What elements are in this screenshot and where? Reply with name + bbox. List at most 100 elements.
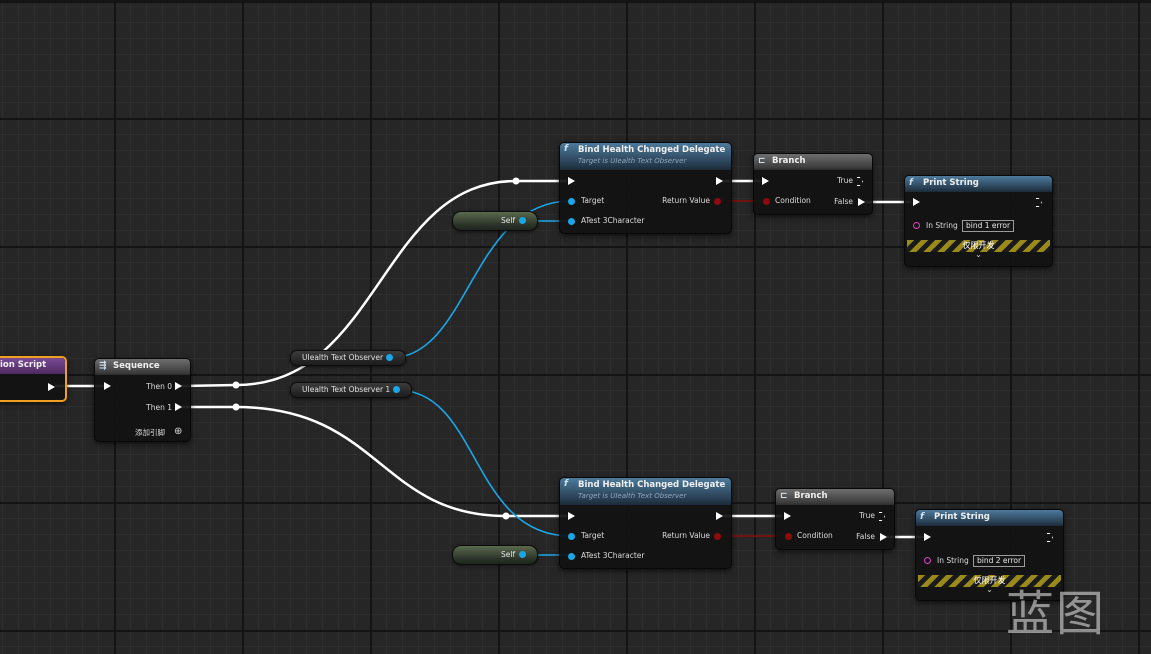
exec-wire-then0-bind1	[180, 179, 568, 388]
print-string-2-exec-in[interactable]	[924, 533, 931, 541]
graph-top-edge	[0, 0, 1151, 3]
branch-node-2[interactable]: ⊏ Branch True Condition False	[775, 488, 895, 550]
print-string-2-in-string-input[interactable]: bind 2 error	[973, 555, 1026, 567]
branch-1-header: ⊏ Branch	[754, 154, 872, 170]
reroute-knot-2	[232, 381, 240, 389]
branch-1-true-pin[interactable]	[857, 177, 863, 186]
print-string-1-header: f Print String	[905, 176, 1052, 192]
print-string-1-in-string-label: In String	[926, 221, 958, 230]
print-string-1-in-string-input[interactable]: bind 1 error	[962, 220, 1015, 232]
event-exec-out-pin[interactable]	[48, 383, 55, 391]
print-string-2-expand-chevron-icon[interactable]: ⌄	[986, 585, 993, 594]
bind-delegate-1-exec-in[interactable]	[568, 177, 575, 185]
branch-2-header: ⊏ Branch	[776, 489, 894, 505]
branch-1-false-pin[interactable]	[858, 198, 865, 206]
branch-1-false-label: False	[834, 197, 853, 206]
branch-2-false-label: False	[856, 532, 875, 541]
watermark-logo: 蓝图	[1006, 586, 1107, 642]
print-string-1-expand-chevron-icon[interactable]: ⌄	[975, 250, 982, 259]
bind-delegate-1-target-label: Target	[581, 196, 605, 205]
bind-delegate-2-header: f Bind Health Changed Delegate Target is…	[560, 478, 731, 505]
bind-delegate-1-param-label: ATest 3Character	[581, 216, 645, 225]
var-observer-label: UIealth Text Observer	[302, 353, 384, 362]
branch-1-exec-in[interactable]	[762, 177, 769, 185]
object-wire-observer1-target2	[396, 389, 572, 537]
print-string-node-1[interactable]: f Print String In String bind 1 error 仅限…	[904, 175, 1053, 267]
add-pin-plus-icon[interactable]: ⊕	[174, 426, 183, 437]
event-node-title: ion Script	[0, 360, 47, 370]
bind-delegate-1-param-pin[interactable]	[568, 218, 575, 225]
sequence-exec-in-pin[interactable]	[104, 382, 111, 390]
sequence-then0-pin[interactable]	[175, 382, 182, 390]
print-string-1-title: Print String	[923, 178, 979, 188]
var-uihealth-text-observer-1[interactable]: UIealth Text Observer 1	[290, 382, 412, 398]
branch-2-true-pin[interactable]	[879, 512, 885, 521]
function-icon: f	[564, 479, 568, 489]
sequence-then0-label: Then 0	[146, 382, 172, 391]
bind-delegate-2-target-label: Target	[581, 531, 605, 540]
bind-delegate-1-exec-out[interactable]	[716, 177, 723, 185]
sequence-node[interactable]: ⇶ Sequence Then 0 Then 1 添加引脚 ⊕	[94, 358, 191, 442]
print-string-2-title: Print String	[934, 512, 990, 522]
reroute-knot-4	[502, 512, 510, 520]
branch-2-exec-in[interactable]	[784, 512, 791, 520]
bind-delegate-2-target-pin[interactable]	[568, 533, 575, 540]
sequence-then1-label: Then 1	[146, 403, 172, 412]
bind-delegate-node-2[interactable]: f Bind Health Changed Delegate Target is…	[559, 477, 732, 569]
branch-2-condition-pin[interactable]	[785, 533, 792, 540]
function-icon: f	[564, 144, 568, 154]
branch-1-condition-pin[interactable]	[763, 198, 770, 205]
branch-1-true-label: True	[837, 176, 853, 185]
print-string-2-in-string-label: In String	[937, 556, 969, 565]
var-observer-out-pin[interactable]	[386, 354, 393, 361]
bind-delegate-2-exec-in[interactable]	[568, 512, 575, 520]
self-2-out-pin[interactable]	[519, 551, 526, 558]
print-string-1-in-string-pin[interactable]	[913, 222, 920, 229]
branch-2-true-label: True	[859, 511, 875, 520]
branch-2-condition-label: Condition	[797, 531, 833, 540]
bind-delegate-1-return-label: Return Value	[662, 196, 710, 205]
sequence-icon: ⇶	[99, 361, 107, 371]
function-icon: f	[909, 178, 913, 188]
print-string-2-dev-only-banner: 仅限开发	[918, 575, 1061, 587]
event-node[interactable]: ion Script	[0, 356, 67, 402]
self-reference-2[interactable]: Self	[452, 545, 538, 565]
object-wire-observer-target1	[389, 200, 572, 359]
bind-delegate-1-subtitle: Target is UIealth Text Observer	[578, 157, 687, 165]
branch-node-1[interactable]: ⊏ Branch True Condition False	[753, 153, 873, 215]
print-string-node-2[interactable]: f Print String In String bind 2 error 仅限…	[915, 509, 1064, 601]
print-string-1-dev-only-banner: 仅限开发	[907, 240, 1050, 252]
bind-delegate-2-param-pin[interactable]	[568, 553, 575, 560]
bind-delegate-1-return-pin[interactable]	[714, 198, 721, 205]
self-1-out-pin[interactable]	[519, 217, 526, 224]
event-node-header: ion Script	[0, 358, 65, 374]
function-icon: f	[920, 512, 924, 522]
print-string-1-exec-out[interactable]	[1036, 198, 1042, 207]
var-observer1-label: UIealth Text Observer 1	[302, 385, 391, 394]
var-uihealth-text-observer[interactable]: UIealth Text Observer	[290, 350, 406, 366]
sequence-header: ⇶ Sequence	[95, 359, 190, 375]
bind-delegate-node-1[interactable]: f Bind Health Changed Delegate Target is…	[559, 142, 732, 234]
bind-delegate-2-return-pin[interactable]	[714, 533, 721, 540]
self-reference-1[interactable]: Self	[452, 211, 538, 231]
branch-1-condition-label: Condition	[775, 196, 811, 205]
bind-delegate-1-header: f Bind Health Changed Delegate Target is…	[560, 143, 731, 170]
reroute-knot-1	[512, 177, 520, 185]
branch-icon: ⊏	[780, 491, 788, 501]
branch-2-false-pin[interactable]	[880, 533, 887, 541]
reroute-knot-3	[232, 403, 240, 411]
sequence-add-pin-label[interactable]: 添加引脚	[135, 428, 165, 437]
sequence-title: Sequence	[113, 361, 160, 371]
self-1-label: Self	[501, 216, 516, 225]
bind-delegate-2-exec-out[interactable]	[716, 512, 723, 520]
bind-delegate-2-param-label: ATest 3Character	[581, 551, 645, 560]
sequence-then1-pin[interactable]	[175, 403, 182, 411]
self-2-label: Self	[501, 550, 516, 559]
print-string-2-in-string-pin[interactable]	[924, 557, 931, 564]
bind-delegate-2-subtitle: Target is UIealth Text Observer	[578, 492, 687, 500]
print-string-2-exec-out[interactable]	[1047, 533, 1053, 542]
var-observer1-out-pin[interactable]	[393, 386, 400, 393]
print-string-1-exec-in[interactable]	[913, 198, 920, 206]
bind-delegate-1-target-pin[interactable]	[568, 198, 575, 205]
branch-2-title: Branch	[794, 491, 828, 501]
